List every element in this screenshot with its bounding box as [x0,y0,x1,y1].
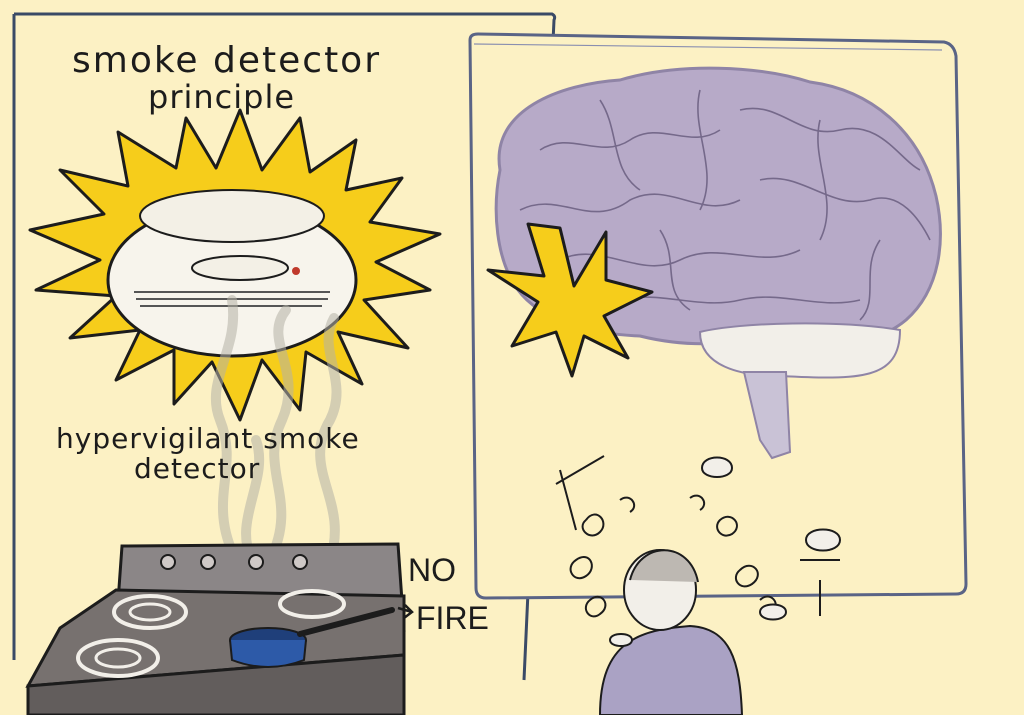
stove-icon [25,542,406,715]
distressed-person-icon [555,455,842,715]
caption-line2: detector [134,452,261,485]
stove-label-line1: NO [408,552,456,588]
alarm-burst-icon [486,222,654,378]
arrow [397,604,414,619]
smoke-detector-icon [106,189,358,358]
pot-icon [229,607,395,668]
caption-line1: hypervigilant smoke [56,422,360,455]
illustration-title-line1: smoke detector [72,40,382,81]
left-panel-frame [14,12,557,681]
stove-label-line2: FIRE [416,600,489,636]
illustration-title-line2: principle [148,78,296,116]
